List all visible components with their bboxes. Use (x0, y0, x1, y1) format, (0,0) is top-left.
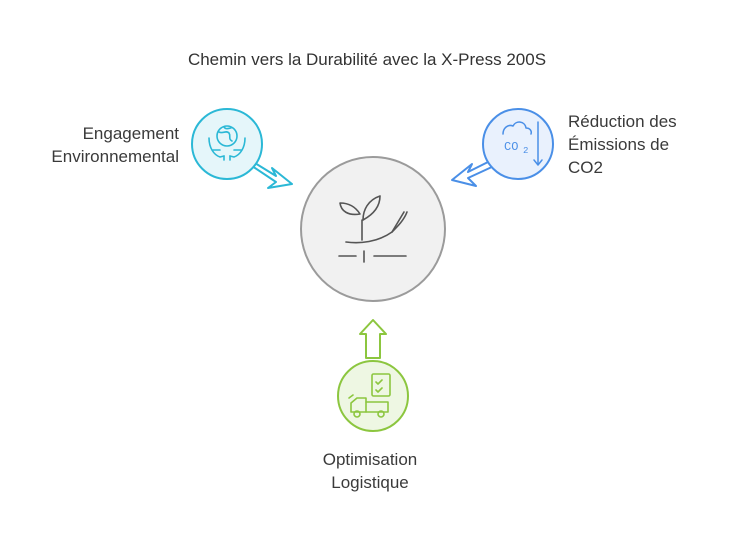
label-logistique: Optimisation Logistique (322, 450, 418, 492)
svg-text:CO: CO (504, 140, 518, 154)
arrow-logistique (359, 319, 387, 359)
truck-checklist-icon (348, 373, 391, 418)
node-reduction: CO 2 (451, 108, 554, 187)
arrow-reduction (451, 157, 497, 187)
co2-down-icon: CO 2 (502, 121, 543, 166)
node-engagement (191, 108, 293, 189)
plant-hand-icon (338, 195, 408, 263)
node-logistique (337, 319, 409, 432)
globe-hands-icon (208, 125, 246, 161)
svg-text:2: 2 (523, 146, 528, 156)
label-reduction: Réduction des Émissions de CO2 (568, 112, 677, 177)
diagram-title: Chemin vers la Durabilité avec la X-Pres… (187, 50, 547, 69)
label-engagement: Engagement Environnemental (51, 124, 179, 166)
center-node (300, 156, 446, 302)
arrow-engagement (249, 159, 293, 189)
